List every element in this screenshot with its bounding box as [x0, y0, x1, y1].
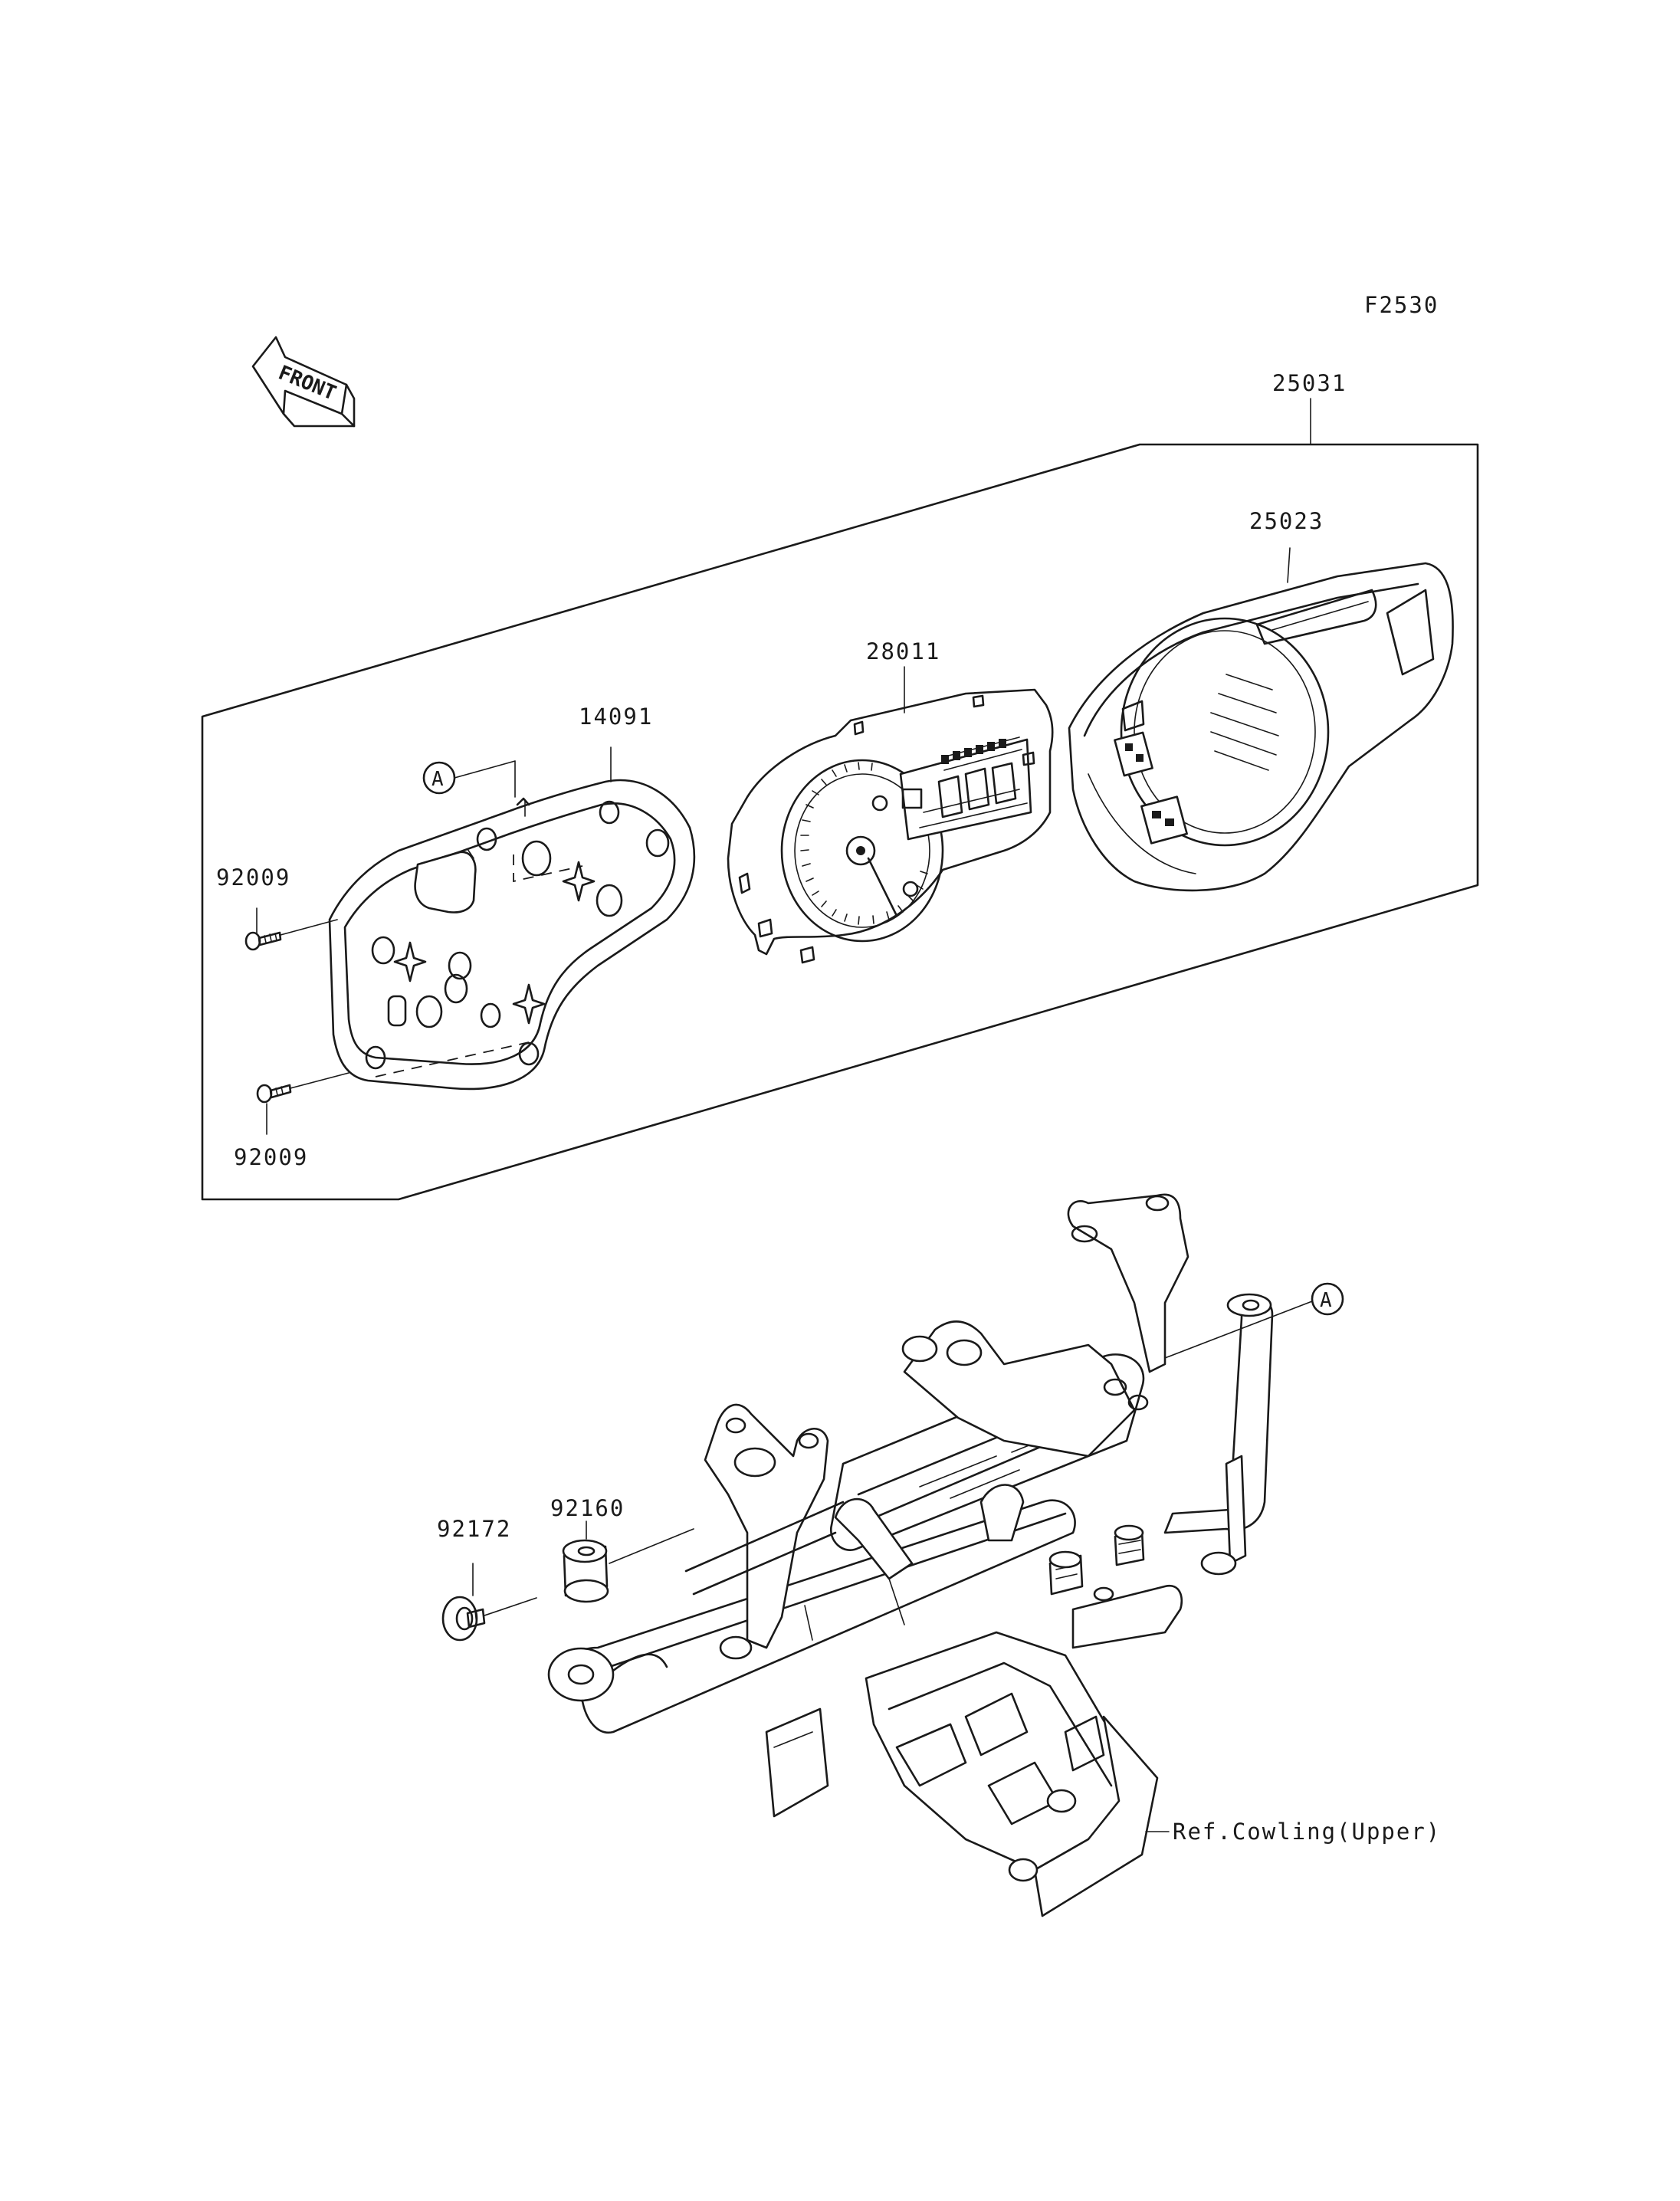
callout-a-lower-label: A	[1320, 1289, 1332, 1312]
meter-stay-bracket	[547, 1193, 1274, 1917]
callout-a-upper: A	[422, 760, 516, 798]
part-number-92009-lower: 92009	[234, 1144, 308, 1170]
part-number-25031: 25031	[1272, 370, 1347, 396]
part-number-92172: 92172	[437, 1516, 511, 1542]
part-number-25023: 25023	[1249, 508, 1324, 534]
tachometer-scale	[800, 762, 928, 925]
meter-case-14091	[328, 779, 696, 1091]
part-number-92009-upper: 92009	[216, 864, 290, 891]
screw-92009-lower	[256, 1072, 349, 1135]
meter-cover-25023	[1068, 562, 1454, 892]
part-number-14091: 14091	[579, 704, 653, 730]
callout-a-lower: A	[1164, 1282, 1344, 1359]
rubber-mounts	[1048, 1524, 1145, 1596]
screw-92009-upper	[244, 907, 338, 951]
bolt-92172	[441, 1563, 537, 1642]
part-number-92160: 92160	[550, 1495, 625, 1521]
figure-code: F2530	[1364, 292, 1439, 318]
reference-note-cowling: Ref.Cowling(Upper)	[1173, 1819, 1441, 1845]
callout-a-upper-label: A	[431, 768, 444, 791]
assembly-outline	[201, 443, 1479, 1201]
meter-assy-28011	[727, 688, 1054, 964]
part-number-28011: 28011	[866, 638, 940, 664]
grommet-92160	[562, 1520, 694, 1603]
front-direction-badge: FRONT	[251, 336, 356, 428]
